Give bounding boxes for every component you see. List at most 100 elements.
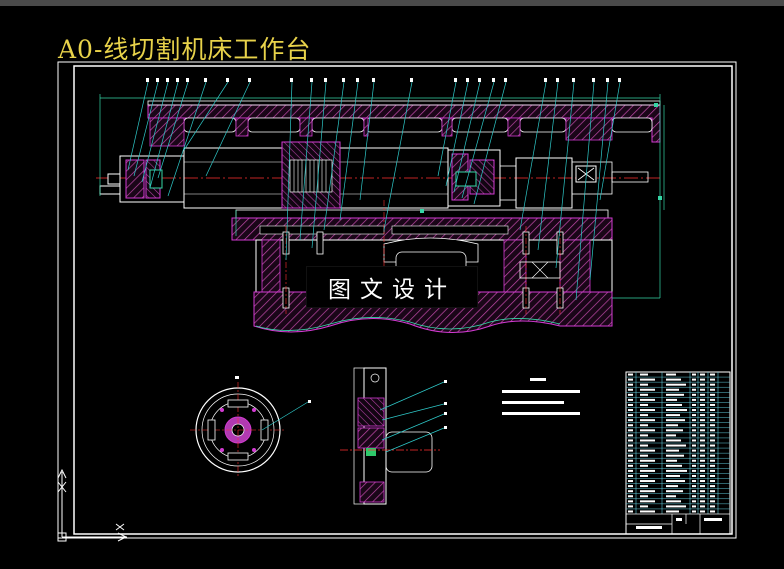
parts-list-cell-mark [700,495,705,498]
parts-list-cell-mark [710,480,715,483]
parts-list-cell-mark [640,469,655,472]
parts-list-cell-mark [710,388,715,391]
parts-list-cell-mark [700,454,705,457]
title-block [625,513,731,535]
parts-list-cell-mark [700,373,705,376]
parts-list-cell-mark [628,378,633,381]
parts-list-cell-mark [666,403,682,406]
parts-list-cell-mark [640,449,655,452]
parts-list-cell-mark [692,424,696,427]
parts-list-cell-mark [700,424,705,427]
parts-list-cell-mark [700,434,705,437]
parts-list-cell-mark [700,409,705,412]
parts-list-cell-mark [628,505,633,508]
parts-list-cell-mark [640,474,648,477]
parts-list-cell-mark [628,444,633,447]
parts-list-cell-mark [640,383,648,386]
parts-list-cell-mark [700,459,705,462]
parts-list-cell-mark [666,510,679,513]
parts-list-cell-mark [666,424,678,427]
parts-list-cell-mark [710,378,715,381]
parts-list-cell-mark [666,490,683,493]
parts-list-cell-mark [700,383,705,386]
parts-list-cell-mark [710,490,715,493]
parts-list-rows [626,376,730,510]
parts-list-cell-mark [628,495,633,498]
parts-list-cell-mark [692,469,696,472]
parts-list-cell-mark [666,388,679,391]
parts-list-cell-mark [700,414,705,417]
parts-list-cell-mark [700,439,705,442]
drawing-title: A0-线切割机床工作台 [58,35,312,64]
parts-list-cell-mark [666,444,686,447]
parts-list-cell-mark [666,449,679,452]
parts-list-cell-mark [628,409,633,412]
parts-list-cell-mark [692,429,696,432]
parts-list-cell-mark [692,464,696,467]
parts-list-cell-mark [640,439,655,442]
parts-list-cell-mark [700,490,705,493]
parts-list-cell-mark [628,454,633,457]
parts-list-cell-mark [666,373,676,376]
parts-list-cell-mark [692,403,696,406]
parts-list-cell-mark [700,500,705,503]
parts-list-cell-mark [640,495,648,498]
parts-list-cell-mark [628,398,633,401]
parts-list-cell-mark [700,388,705,391]
parts-list-cell-mark [710,434,715,437]
part-leaders [127,81,621,301]
parts-list-cell-mark [628,414,633,417]
parts-list-cell-mark [710,505,715,508]
parts-list-cell-mark [710,495,715,498]
parts-list-cell-mark [692,485,696,488]
parts-list-cell-mark [700,485,705,488]
parts-list-cell-mark [666,464,682,467]
parts-list-cell-mark [692,510,696,513]
parts-list-cell-mark [700,444,705,447]
parts-list-cell-mark [710,398,715,401]
parts-list-cell-mark [640,398,655,401]
parts-list-cell-mark [628,388,633,391]
parts-list-cell-mark [666,505,686,508]
parts-list-cell-mark [700,474,705,477]
parts-list-cell-mark [700,403,705,406]
parts-list-cell-mark [710,474,715,477]
parts-list-cell-mark [710,485,715,488]
parts-list-cell-mark [640,403,648,406]
parts-list-cell-mark [692,414,696,417]
parts-list-cell-mark [666,480,685,483]
side-section-view [340,367,447,505]
parts-list-cell-mark [692,393,696,396]
parts-list-cell-mark [666,469,687,472]
parts-list-cell-mark [640,464,648,467]
parts-list-cell-mark [640,500,655,503]
parts-list-cell-mark [640,409,655,412]
parts-list-cell-mark [628,510,633,513]
parts-list-cell-mark [710,393,715,396]
parts-list-cell-marks [628,373,715,513]
parts-list-cell-mark [628,383,633,386]
parts-list-cell-mark [666,398,677,401]
parts-list-cell-mark [710,429,715,432]
parts-list-cell-mark [666,383,686,386]
parts-list-cell-mark [710,444,715,447]
parts-list-cell-mark [666,434,676,437]
ucs-axis-icon [57,468,128,542]
parts-list-cell-mark [710,459,715,462]
parts-list-cell-mark [692,378,696,381]
parts-list-cell-mark [710,383,715,386]
parts-list-cell-mark [710,500,715,503]
window-top-strip [0,0,784,6]
parts-list-cell-mark [700,469,705,472]
parts-list-cell-mark [666,495,676,498]
parts-list-cell-mark [666,378,681,381]
parts-list-cell-mark [628,393,633,396]
parts-list-cell-mark [692,419,696,422]
parts-list-cell-mark [640,419,655,422]
parts-list-cell-mark [700,505,705,508]
parts-list-cell-mark [700,398,705,401]
circular-detail-view [190,376,311,478]
outer-border [57,61,737,539]
parts-list-cell-mark [640,393,648,396]
parts-list-cell-mark [710,449,715,452]
